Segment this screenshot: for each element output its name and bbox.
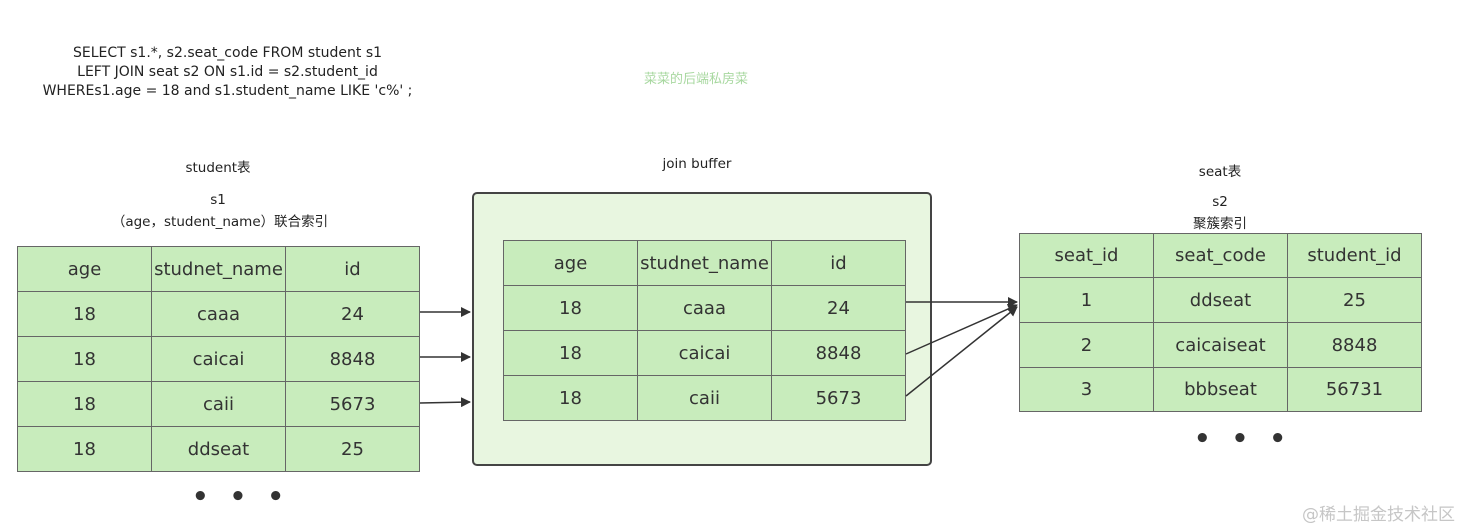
seat-alias: s2 [1212, 194, 1228, 210]
table-row: 18 caaa 24 [503, 285, 906, 331]
table-cell: 8848 [1287, 322, 1422, 368]
sql-line-1: SELECT s1.*, s2.seat_code FROM student s… [72, 45, 383, 61]
seat-header-id: seat_id [1019, 233, 1154, 278]
table-cell: caicai [637, 330, 772, 376]
table-cell: 5673 [771, 375, 906, 421]
student-header-age: age [17, 246, 152, 292]
footer-watermark: @稀土掘金技术社区 [1302, 505, 1455, 525]
table-cell: 8848 [771, 330, 906, 376]
table-row: 18 caii 5673 [503, 375, 906, 421]
table-cell: 18 [503, 375, 638, 421]
table-cell: bbbseat [1153, 367, 1288, 412]
sql-line-2: LEFT JOIN seat s2 ON s1.id = s2.student_… [77, 64, 378, 80]
table-row: 2 caicaiseat 8848 [1019, 322, 1422, 368]
sql-line-3: WHEREs1.age = 18 and s1.student_name LIK… [42, 83, 413, 99]
table-cell: 56731 [1287, 367, 1422, 412]
student-header-row: age studnet_name id [17, 246, 420, 292]
seat-header-student-id: student_id [1287, 233, 1422, 278]
table-cell: 25 [285, 426, 420, 472]
arrow-buffer-row3-to-seat [905, 306, 1018, 397]
arrow-buffer-row2-to-seat [905, 304, 1018, 355]
seat-index-label: 聚簇索引 [1193, 216, 1247, 232]
table-cell: 3 [1019, 367, 1154, 412]
buffer-header-age: age [503, 240, 638, 286]
table-cell: caii [637, 375, 772, 421]
table-cell: caaa [637, 285, 772, 331]
buffer-title: join buffer [662, 156, 732, 172]
table-cell: 18 [17, 291, 152, 337]
table-cell: 18 [17, 381, 152, 427]
table-row: 18 caicai 8848 [17, 336, 420, 382]
table-row: 3 bbbseat 56731 [1019, 367, 1422, 412]
seat-table-title: seat表 [1198, 164, 1242, 180]
student-table: age studnet_name id 18 caaa 24 18 caicai… [17, 246, 420, 472]
table-cell: 2 [1019, 322, 1154, 368]
table-cell: caicai [151, 336, 286, 382]
seat-header-row: seat_id seat_code student_id [1019, 233, 1422, 278]
table-row: 18 ddseat 25 [17, 426, 420, 472]
table-cell: 25 [1287, 277, 1422, 323]
buffer-table: age studnet_name id 18 caaa 24 18 caicai… [503, 240, 906, 421]
table-cell: 18 [17, 336, 152, 382]
student-table-title: student表 [185, 160, 251, 176]
student-index-label: （age，student_name）联合索引 [111, 214, 329, 230]
table-cell: caaa [151, 291, 286, 337]
table-cell: caicaiseat [1153, 322, 1288, 368]
table-cell: ddseat [1153, 277, 1288, 323]
sql-statement: SELECT s1.*, s2.seat_code FROM student s… [20, 44, 435, 101]
table-cell: caii [151, 381, 286, 427]
student-ellipsis: • • • [192, 482, 290, 512]
table-cell: 24 [285, 291, 420, 337]
table-row: 18 caaa 24 [17, 291, 420, 337]
table-cell: 24 [771, 285, 906, 331]
table-cell: ddseat [151, 426, 286, 472]
table-row: 1 ddseat 25 [1019, 277, 1422, 323]
table-row: 18 caii 5673 [17, 381, 420, 427]
student-alias: s1 [210, 192, 226, 208]
seat-header-code: seat_code [1153, 233, 1288, 278]
table-cell: 5673 [285, 381, 420, 427]
seat-table: seat_id seat_code student_id 1 ddseat 25… [1019, 233, 1422, 412]
student-header-id: id [285, 246, 420, 292]
top-watermark: 菜菜的后端私房菜 [643, 72, 748, 87]
buffer-header-name: studnet_name [637, 240, 772, 286]
arrow-student-row3-to-buffer [419, 397, 471, 408]
seat-ellipsis: • • • [1194, 424, 1292, 454]
